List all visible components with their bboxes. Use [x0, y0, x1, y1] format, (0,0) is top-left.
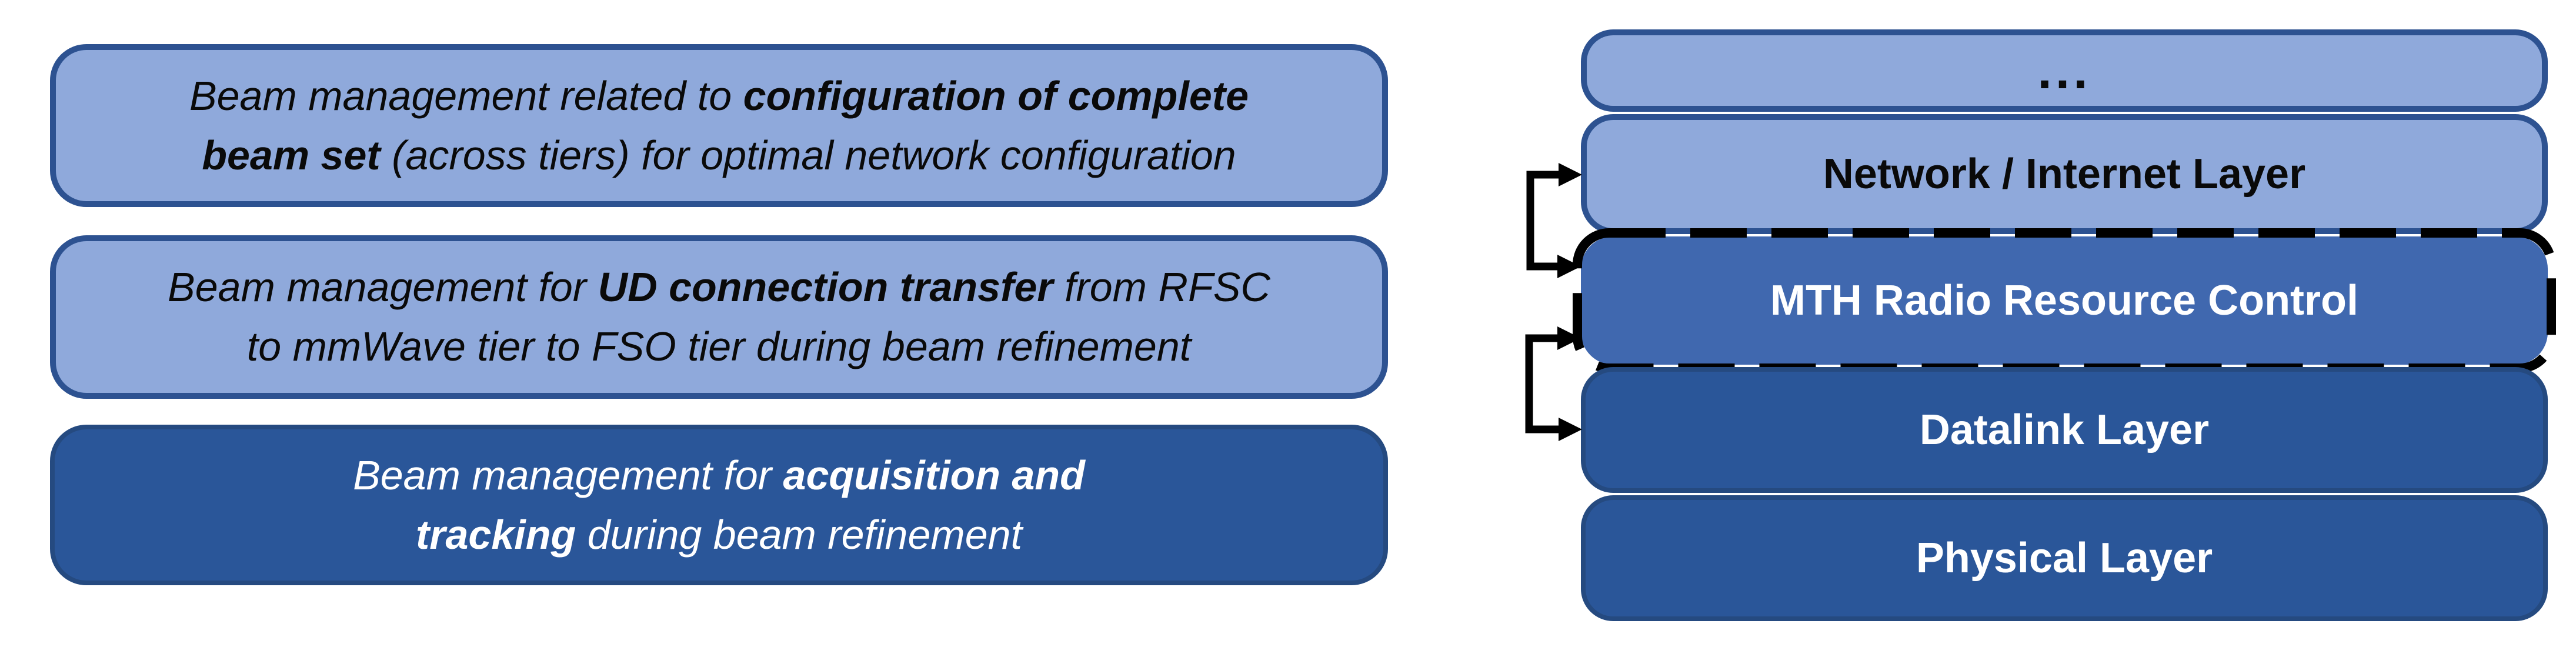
- arrowhead-icon: [1557, 326, 1581, 350]
- acquisition-tracking-line2: tracking during beam refinement: [416, 505, 1022, 565]
- layer-box-more: ...: [1581, 29, 2548, 112]
- text-regular: Beam management for: [168, 264, 598, 310]
- ud-transfer-line2: to mmWave tier to FSO tier during beam r…: [247, 317, 1191, 376]
- text-regular: during beam refinement: [576, 511, 1023, 558]
- beam-config-box: Beam management related to configuration…: [50, 44, 1388, 207]
- datalink-layer-label: Datalink Layer: [1919, 406, 2210, 453]
- text-regular: Beam management for: [353, 452, 783, 498]
- text-regular: from RFSC: [1053, 264, 1270, 310]
- layer-box-mth-rrc: MTH Radio Resource Control: [1581, 236, 2548, 365]
- network-layer-label: Network / Internet Layer: [1823, 151, 2306, 198]
- connector-line: [1526, 171, 1562, 271]
- acquisition-tracking-line1: Beam management for acquisition and: [353, 446, 1085, 505]
- text-regular: to mmWave tier to FSO tier during beam r…: [246, 324, 1192, 369]
- text-bold: UD connection transfer: [598, 264, 1053, 310]
- arrowhead-icon: [1559, 163, 1582, 186]
- text-bold: beam set: [202, 132, 381, 178]
- ud-transfer-line1: Beam management for UD connection transf…: [168, 258, 1270, 317]
- mth-rrc-label: MTH Radio Resource Control: [1770, 277, 2359, 324]
- ellipsis-label: ...: [2037, 41, 2091, 99]
- physical-layer-label: Physical Layer: [1916, 535, 2213, 582]
- acquisition-tracking-box: Beam management for acquisition and trac…: [50, 425, 1388, 585]
- layer-box-network: Network / Internet Layer: [1581, 114, 2548, 234]
- beam-config-line2: beam set (across tiers) for optimal netw…: [202, 126, 1236, 185]
- layer-box-datalink: Datalink Layer: [1581, 367, 2548, 493]
- arrowhead-icon: [1557, 255, 1581, 278]
- arrowhead-icon: [1559, 418, 1582, 441]
- ud-transfer-box: Beam management for UD connection transf…: [50, 235, 1388, 399]
- connector-line: [1525, 334, 1562, 433]
- layer-connector-arrows: [1525, 163, 1582, 441]
- text-bold: acquisition and: [783, 452, 1085, 498]
- text-regular: (across tiers) for optimal network confi…: [380, 132, 1236, 178]
- mth-datalink-connector: [1525, 326, 1582, 441]
- beam-config-line1: Beam management related to configuration…: [189, 66, 1249, 126]
- protocol-layer-stack: ... Network / Internet Layer MTH Radio R…: [1573, 29, 2556, 621]
- text-bold: tracking: [415, 511, 576, 558]
- text-regular: Beam management related to: [189, 72, 743, 119]
- layer-box-physical: Physical Layer: [1581, 495, 2548, 621]
- text-bold: configuration of complete: [743, 72, 1249, 119]
- network-mth-connector: [1526, 163, 1582, 278]
